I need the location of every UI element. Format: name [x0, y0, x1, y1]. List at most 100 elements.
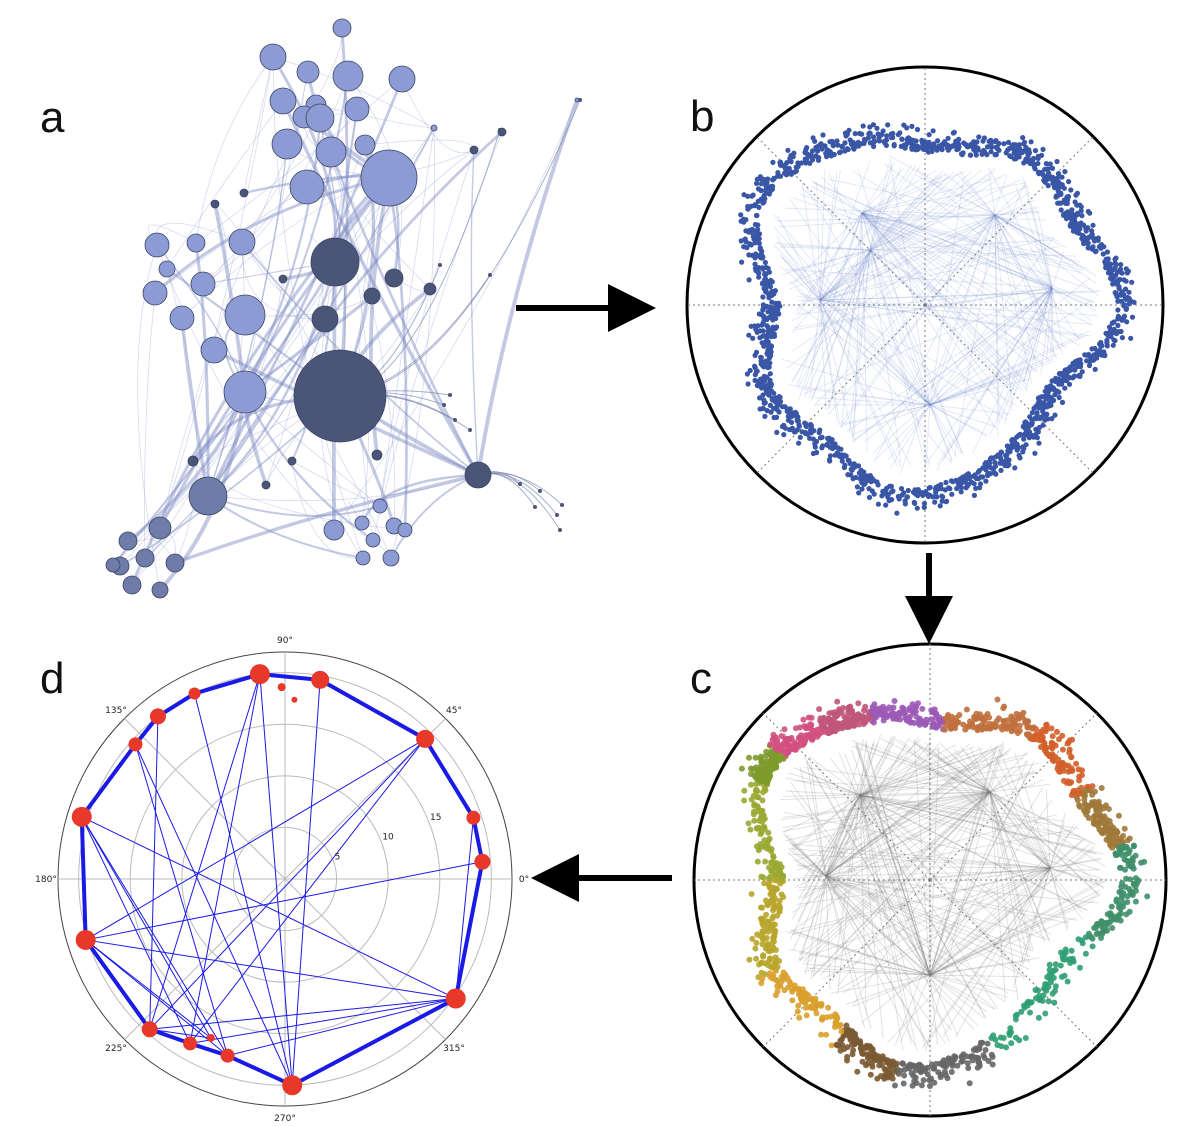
disk-edge [864, 287, 1053, 443]
disk-edge [825, 875, 831, 990]
disk-node [1120, 291, 1126, 298]
disk-node [741, 797, 748, 804]
disk-node [834, 452, 840, 458]
disk-node [757, 753, 764, 760]
disk-node [867, 124, 873, 130]
network-edge [244, 71, 309, 393]
disk-node [749, 935, 756, 942]
disk-node [767, 973, 774, 980]
network-node [468, 428, 472, 432]
disk-edge [929, 880, 1101, 976]
network-edge [329, 151, 480, 476]
disk-node [816, 706, 823, 713]
disk-node [958, 489, 964, 495]
disk-edge [929, 895, 1099, 976]
disk-edge [861, 212, 1080, 346]
disk-edge [782, 832, 827, 877]
network-edge [213, 203, 247, 393]
disk-node [1074, 210, 1081, 216]
disk-node [1070, 211, 1076, 217]
disk-node [859, 477, 865, 483]
disk-node [965, 475, 971, 481]
disk-node [1126, 289, 1132, 295]
disk-node [1122, 844, 1129, 851]
disk-node [960, 150, 966, 156]
panel-label-d: d [40, 654, 65, 703]
community-edge [189, 738, 426, 1044]
disk-edge [929, 366, 1030, 406]
community-node [416, 729, 435, 748]
disk-node [1021, 139, 1028, 145]
network-node [371, 449, 383, 461]
disk-edge [819, 199, 1035, 301]
disk-node [771, 896, 778, 903]
disk-node [937, 144, 944, 150]
disk-edge [819, 299, 1091, 337]
network-edge [360, 473, 479, 524]
disk-node [1117, 910, 1124, 917]
disk-node [754, 825, 761, 832]
disk-edge [861, 176, 1001, 214]
disk-node [943, 479, 949, 486]
disk-edge [795, 212, 863, 312]
disk-edge [908, 739, 991, 793]
disk-node [828, 1042, 835, 1049]
angle-tick-label: 90° [277, 636, 293, 646]
disk-edge [819, 299, 902, 468]
disk-edge [859, 794, 1099, 871]
disk-node [864, 476, 870, 482]
disk-edge [1015, 185, 1053, 289]
community-node [149, 708, 166, 725]
disk-node [1098, 342, 1104, 348]
disk-edge [869, 174, 939, 251]
disk-node [797, 724, 803, 731]
disk-edge [852, 170, 1053, 289]
network-node [332, 18, 352, 38]
disk-node [1123, 875, 1130, 882]
disk-edge [825, 748, 1012, 877]
disk-node [1006, 1032, 1013, 1038]
disk-node [860, 123, 866, 129]
disk-edge [793, 767, 861, 796]
disk-node [802, 149, 808, 156]
disk-edge [786, 834, 827, 877]
disk-node [795, 1002, 802, 1009]
disk-node [1084, 236, 1090, 242]
disk-node [1029, 410, 1035, 416]
disk-edge [899, 739, 1051, 869]
disk-node [793, 164, 799, 170]
network-node [296, 60, 320, 84]
disk-node [812, 441, 818, 447]
disk-node [1014, 715, 1020, 722]
disk-edge [825, 875, 1009, 995]
disk-edge [994, 214, 1098, 285]
network-edge [379, 149, 475, 507]
disk-node [977, 481, 984, 487]
disk-edge [802, 963, 931, 976]
disk-edge [815, 763, 931, 976]
disk-node [1065, 209, 1071, 215]
disk-node [738, 238, 744, 244]
disk-node [894, 510, 900, 516]
disk-node [1107, 328, 1113, 335]
disk-node [834, 698, 841, 705]
disk-node [769, 279, 775, 285]
disk-node [1059, 760, 1066, 767]
disk-edge [989, 791, 1051, 942]
disk-node [828, 151, 834, 157]
community-edge [259, 672, 321, 682]
disk-edge [861, 170, 937, 214]
disk-edge [859, 744, 957, 796]
disk-node [1043, 396, 1049, 402]
disk-edge [798, 952, 931, 976]
disk-edge [825, 743, 971, 877]
disk-node [1042, 417, 1048, 423]
disk-node [960, 474, 966, 480]
disk-node [762, 858, 769, 865]
network-node [190, 271, 216, 297]
disk-node [795, 160, 801, 166]
disk-edge [1049, 812, 1066, 869]
disk-edge [793, 249, 871, 381]
disk-edge [825, 875, 953, 1031]
network-node [355, 550, 371, 566]
